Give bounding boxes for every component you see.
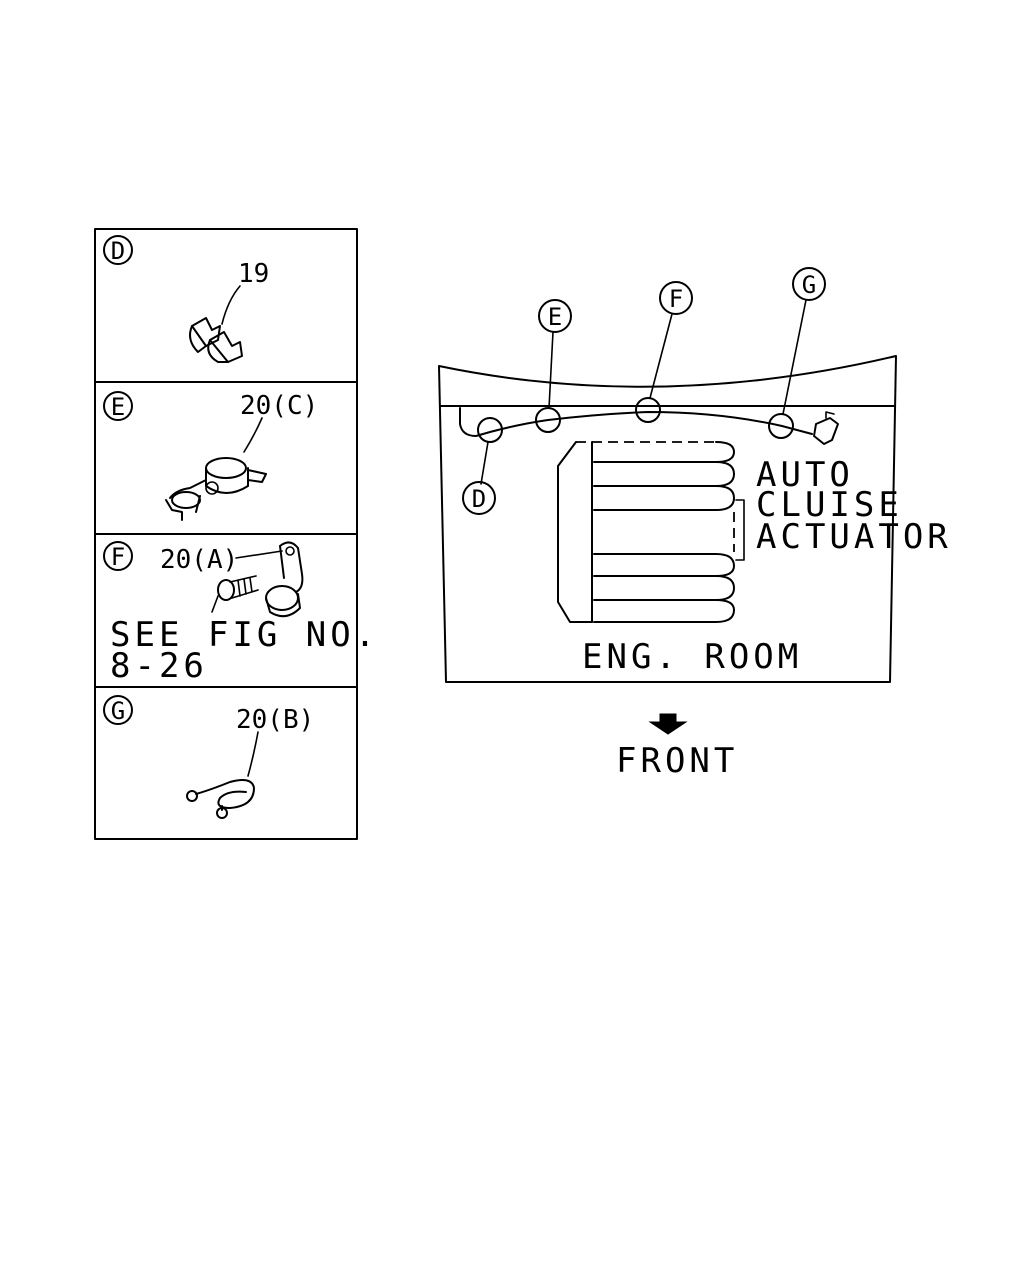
panel-f: F 20(A) SEE FIG NO. 8-26 <box>103 541 379 686</box>
actuator-label-line1: AUTO <box>756 455 854 495</box>
callout-e-letter: E <box>548 303 562 331</box>
clip-point-f <box>635 397 661 423</box>
panel-f-note-line1: SEE FIG NO. <box>110 615 379 655</box>
panel-e-marker <box>103 391 133 421</box>
panel-g-letter: G <box>111 697 125 725</box>
leader-line <box>247 731 259 777</box>
panel-f-note-line2: 8-26 <box>110 646 208 686</box>
leader-line <box>221 285 241 325</box>
panel-f-part-number: 20(A) <box>160 545 238 575</box>
panel-d-part-number: 19 <box>238 259 269 289</box>
harness-line <box>459 407 813 437</box>
panel-d-letter: D <box>111 237 125 265</box>
callout-g-letter: G <box>802 271 816 299</box>
panel-g: G 20(B) <box>103 695 314 819</box>
engine-room-view: D E F G <box>438 267 952 781</box>
panel-g-part-number: 20(B) <box>236 705 314 735</box>
callout-d: D <box>462 441 496 515</box>
clamp-20c-icon <box>165 457 267 521</box>
leader-line <box>243 417 263 453</box>
panel-e-letter: E <box>111 393 125 421</box>
bolt-icon <box>211 575 259 613</box>
actuator-label-line3: ACTUATOR <box>756 517 952 557</box>
vehicle-outline <box>438 355 897 683</box>
panel-f-letter: F <box>111 543 125 571</box>
clip-point-g <box>768 413 794 439</box>
front-arrow-icon <box>648 713 688 735</box>
panel-f-marker <box>103 541 133 571</box>
clip-20a-icon <box>265 541 304 618</box>
direction-label: FRONT <box>616 741 738 781</box>
clip-point-d <box>477 417 503 443</box>
panel-d: D 19 <box>103 235 269 363</box>
band-20b-icon <box>186 779 255 819</box>
callout-f-letter: F <box>669 285 683 313</box>
actuator-label-line2: CLUISE <box>756 485 903 525</box>
panel-e-part-number: 20(C) <box>240 391 318 421</box>
callout-e: E <box>538 299 572 409</box>
panel-g-marker <box>103 695 133 725</box>
actuator-bracket <box>735 499 745 561</box>
panel-e: E 20(C) <box>103 391 318 521</box>
clip-point-e <box>535 407 561 433</box>
clip-19-icon <box>189 317 243 363</box>
callout-g: G <box>782 267 826 415</box>
room-label: ENG. ROOM <box>582 637 802 677</box>
connector-icon <box>813 411 839 445</box>
leader-line <box>235 550 283 559</box>
callout-f: F <box>649 281 693 399</box>
panel-d-marker <box>103 235 133 265</box>
callout-d-letter: D <box>472 485 486 513</box>
detail-panels: D 19 E 20(C) <box>94 228 379 840</box>
engine-block <box>557 441 745 623</box>
leader-line <box>211 595 219 613</box>
